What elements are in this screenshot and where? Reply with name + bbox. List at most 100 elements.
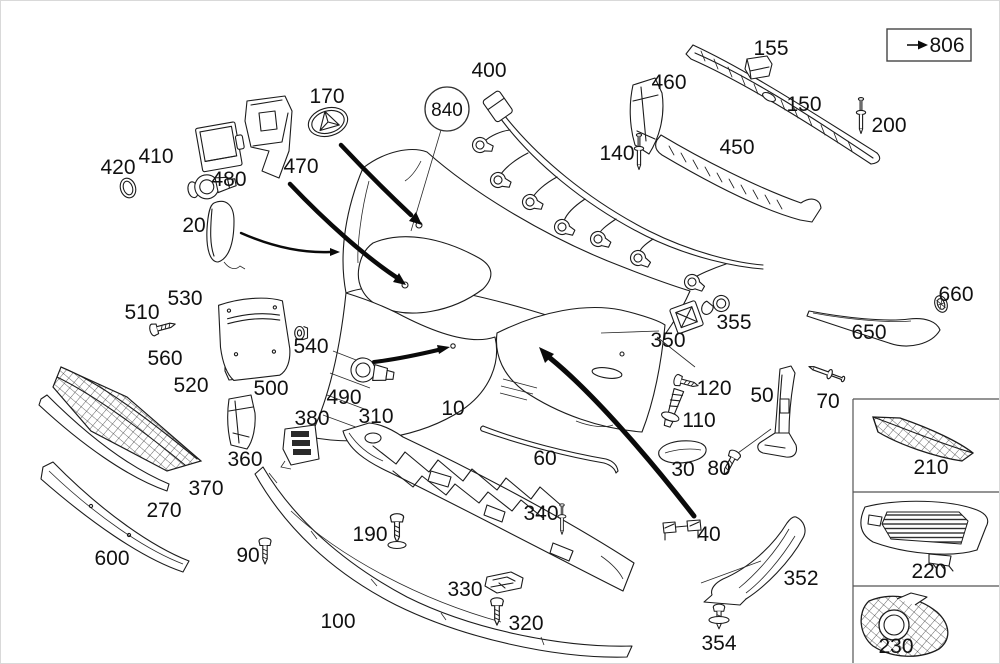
part-90-screw [258, 537, 272, 565]
part-330-clip-nut [484, 571, 524, 594]
part-label-320[interactable]: 320 [508, 612, 543, 635]
part-label-360[interactable]: 360 [227, 448, 262, 471]
part-660-grommet [934, 295, 948, 313]
part-170-star-emblem [307, 106, 349, 138]
part-label-100[interactable]: 100 [320, 610, 355, 633]
part-label-660[interactable]: 660 [938, 283, 973, 306]
part-320-screw [490, 597, 504, 626]
part-210-grille-insert [872, 416, 975, 462]
part-600-trim-strip [40, 461, 190, 573]
part-480-control-module [195, 121, 245, 173]
part-label-220[interactable]: 220 [911, 560, 946, 583]
leader-lines [410, 129, 772, 584]
part-label-330[interactable]: 330 [447, 578, 482, 601]
part-label-155[interactable]: 155 [753, 37, 788, 60]
ref-arrow-icon [907, 40, 928, 50]
part-110-expansion-rivet [661, 387, 685, 428]
part-label-500[interactable]: 500 [253, 377, 288, 400]
part-label-520[interactable]: 520 [173, 374, 208, 397]
part-40-clip [662, 519, 702, 541]
part-label-190[interactable]: 190 [352, 523, 387, 546]
part-label-70[interactable]: 70 [816, 390, 839, 413]
part-label-20[interactable]: 20 [182, 214, 205, 237]
balloon-label: 840 [431, 100, 463, 121]
part-label-460[interactable]: 460 [651, 71, 686, 94]
part-label-310[interactable]: 310 [358, 405, 393, 428]
part-labels: 10 20 30 40 50 60 70 80 90 100 110 120 1… [94, 37, 973, 658]
part-label-50[interactable]: 50 [750, 384, 773, 407]
part-400-wiring-harness [470, 90, 764, 296]
part-label-140[interactable]: 140 [599, 142, 634, 165]
part-label-380[interactable]: 380 [294, 407, 329, 430]
part-420-seal-ring [119, 177, 137, 199]
part-label-150[interactable]: 150 [786, 93, 821, 116]
part-label-210[interactable]: 210 [913, 456, 948, 479]
part-100-spoiler-lip [254, 466, 633, 658]
part-label-540[interactable]: 540 [293, 335, 328, 358]
part-230-fog-grille [860, 592, 949, 657]
part-label-560[interactable]: 560 [147, 347, 182, 370]
part-label-470[interactable]: 470 [283, 155, 318, 178]
part-label-200[interactable]: 200 [871, 114, 906, 137]
part-label-110[interactable]: 110 [682, 409, 715, 432]
part-310-underbody-panel [342, 422, 635, 592]
part-350-bracket [669, 300, 704, 334]
part-label-400[interactable]: 400 [471, 59, 506, 82]
part-label-80[interactable]: 80 [707, 457, 730, 480]
part-10-bumper-cover [309, 149, 691, 442]
part-70-rivet [806, 361, 847, 385]
part-label-350[interactable]: 350 [650, 329, 685, 352]
part-label-490[interactable]: 490 [326, 386, 361, 409]
part-50-bracket [757, 365, 798, 458]
part-354-screw [708, 603, 730, 630]
part-500-plate-bracket [218, 297, 291, 381]
part-355-plug [701, 294, 730, 315]
part-label-480[interactable]: 480 [211, 168, 246, 191]
part-380-bracket [280, 424, 320, 470]
part-label-370[interactable]: 370 [188, 477, 223, 500]
part-410-sensor [187, 174, 237, 200]
part-label-40[interactable]: 40 [697, 523, 720, 546]
part-30-cap [658, 440, 707, 464]
reference-panel-grid [852, 398, 999, 663]
part-155-bracket [744, 55, 773, 80]
part-label-450[interactable]: 450 [719, 136, 754, 159]
part-label-600[interactable]: 600 [94, 547, 129, 570]
part-label-340[interactable]: 340 [523, 502, 558, 525]
part-label-420[interactable]: 420 [100, 156, 135, 179]
part-370-mesh-grille [52, 366, 203, 472]
part-label-230[interactable]: 230 [878, 635, 913, 658]
part-470-bracket [244, 95, 293, 179]
part-220-grille-insert [860, 500, 989, 572]
balloon-840[interactable]: 840 [424, 86, 470, 132]
part-label-650[interactable]: 650 [851, 321, 886, 344]
part-label-410[interactable]: 410 [138, 145, 173, 168]
ref-box-label: 806 [929, 34, 964, 57]
part-label-90[interactable]: 90 [236, 544, 259, 567]
part-label-170[interactable]: 170 [309, 85, 344, 108]
part-450-impact-absorber [655, 134, 822, 223]
part-200-rivet [855, 97, 867, 135]
part-60-molding [480, 425, 619, 474]
part-label-10[interactable]: 10 [441, 397, 464, 420]
part-label-120[interactable]: 120 [696, 377, 731, 400]
part-label-60[interactable]: 60 [533, 447, 556, 470]
part-650-trim-strip [806, 310, 941, 347]
part-360-bracket [227, 394, 256, 450]
part-label-530[interactable]: 530 [167, 287, 202, 310]
part-label-270[interactable]: 270 [146, 499, 181, 522]
reference-box-806[interactable]: 806 [886, 28, 972, 62]
part-190-screw [387, 513, 407, 550]
part-label-352[interactable]: 352 [783, 567, 818, 590]
part-20-cover [206, 200, 246, 270]
part-label-30[interactable]: 30 [671, 458, 694, 481]
part-label-355[interactable]: 355 [716, 311, 751, 334]
part-label-510[interactable]: 510 [124, 301, 159, 324]
pointer-arrows [239, 142, 697, 519]
part-270-trim-strip [38, 394, 170, 492]
part-150-crossmember [685, 44, 881, 165]
part-label-354[interactable]: 354 [701, 632, 736, 655]
part-490-sensor [350, 357, 395, 383]
